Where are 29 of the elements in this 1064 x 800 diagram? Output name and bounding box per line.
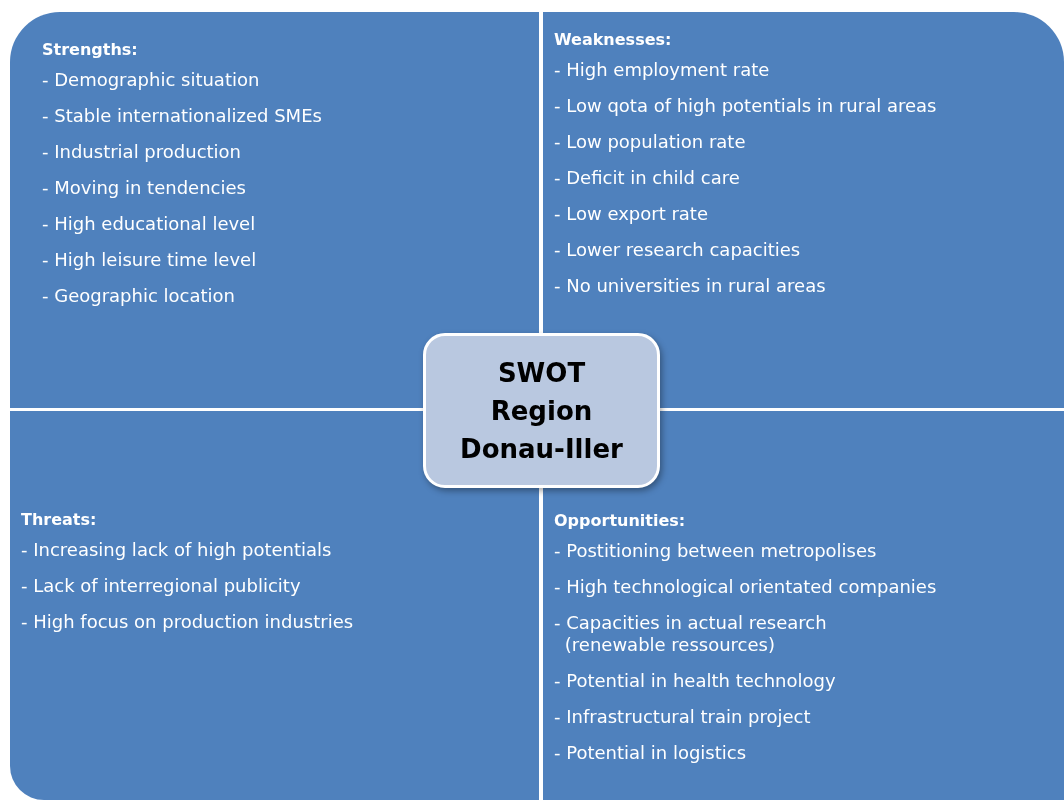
list-item: - High leisure time level bbox=[42, 249, 257, 270]
section-heading: Weaknesses: bbox=[554, 30, 672, 49]
list-item: - Demographic situation bbox=[42, 69, 260, 90]
title-text: SWOT Region Donau-Iller bbox=[459, 356, 624, 466]
section-heading: Opportunities: bbox=[554, 511, 686, 530]
list-item: - High employment rate bbox=[554, 59, 770, 80]
list-item: - Low export rate bbox=[554, 203, 708, 224]
list-item: - Deficit in child care bbox=[554, 167, 740, 188]
list-item: - Moving in tendencies bbox=[42, 177, 246, 198]
section-heading: Threats: bbox=[21, 510, 97, 529]
title-box bbox=[423, 333, 660, 488]
list-item: - High educational level bbox=[42, 213, 256, 234]
list-item: - Low qota of high potentials in rural areas bbox=[554, 95, 937, 116]
section-heading: Strengths: bbox=[42, 40, 138, 59]
list-item: - Postitioning between metropolises bbox=[554, 540, 877, 561]
list-item: - Increasing lack of high potentials bbox=[21, 539, 332, 560]
list-item: - Potential in health technology bbox=[554, 670, 836, 691]
list-item: - Capacities in actual research (renewable ressources) bbox=[554, 612, 828, 656]
list-item: - Lack of interregional publicity bbox=[21, 575, 301, 596]
list-item: - Lower research capacities bbox=[554, 239, 801, 260]
list-item: - Infrastructural train project bbox=[554, 706, 811, 727]
list-item: - High focus on production industries bbox=[21, 611, 354, 632]
list-item: - Stable internationalized SMEs bbox=[42, 105, 322, 126]
list-item: - Geographic location bbox=[42, 285, 235, 306]
list-item: - No universities in rural areas bbox=[554, 275, 826, 296]
list-item: - Potential in logistics bbox=[554, 742, 747, 763]
list-item: - Low population rate bbox=[554, 131, 746, 152]
list-item: - Industrial production bbox=[42, 141, 241, 162]
list-item: - High technological orientated companies bbox=[554, 576, 937, 597]
